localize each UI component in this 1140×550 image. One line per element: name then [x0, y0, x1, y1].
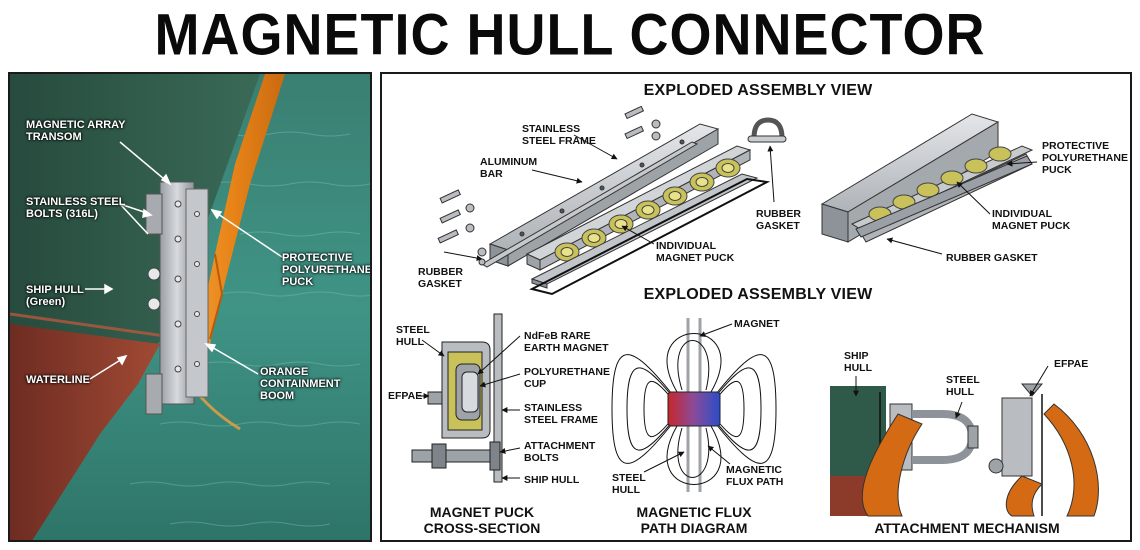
exploded-bolts-left: [437, 105, 661, 266]
exploded-assembly-title-mid: EXPLODED ASSEMBLY VIEW: [643, 286, 873, 303]
exploded-bottom-plate: [530, 173, 759, 289]
technical-drawings: [411, 105, 1099, 517]
exploded-frame-left: [481, 123, 720, 268]
assembled-magnet-pucks-right: [868, 146, 1012, 222]
exploded-assembly-title-top: EXPLODED ASSEMBLY VIEW: [643, 82, 873, 99]
page-title: MAGNETIC HULL CONNECTOR: [154, 2, 986, 68]
cross-section-drawing: [411, 313, 503, 483]
hull-photo-illustration: [10, 74, 370, 540]
label-rubber-gasket-right: RUBBER GASKET: [946, 252, 1038, 264]
diagram-panel: EXPLODED ASSEMBLY VIEW EXPLODED ASSEMBLY…: [380, 72, 1132, 542]
assembled-rubber-gasket-right: [855, 155, 1033, 238]
exploded-rubber-gasket-left: [529, 177, 771, 296]
caption-attachment-mechanism: ATTACHMENT MECHANISM: [874, 520, 1060, 536]
exploded-magnet-pucks-left: [554, 158, 741, 262]
label-cs-ship-hull: SHIP HULL: [524, 474, 580, 486]
label-waterline: WATERLINE: [26, 374, 90, 386]
label-flux-magnet: MAGNET: [734, 318, 780, 330]
attachment-drawing: [830, 383, 1099, 517]
flux-magnet: [667, 391, 721, 427]
shackle-icon: [747, 117, 787, 143]
label-cs-efpae: EFPAE: [388, 390, 423, 402]
label-att-efpae: EFPAE: [1054, 358, 1089, 370]
label-ship-hull-green: SHIP HULL(Green): [26, 284, 84, 308]
